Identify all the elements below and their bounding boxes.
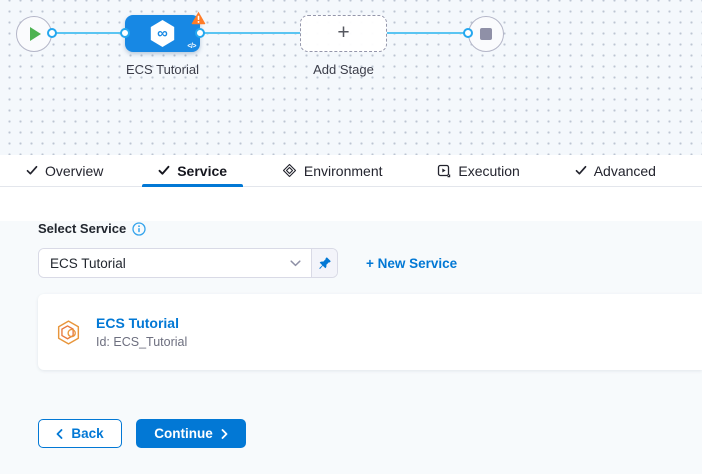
continue-button-label: Continue [154, 426, 213, 441]
stage-node-label: ECS Tutorial [126, 62, 199, 77]
back-button[interactable]: Back [38, 419, 122, 448]
add-stage-button[interactable]: + [300, 15, 387, 52]
tab-advanced[interactable]: Advanced [559, 155, 672, 186]
environment-icon [282, 163, 296, 178]
tab-environment[interactable]: Environment [266, 155, 399, 186]
service-card[interactable]: ECS Tutorial Id: ECS_Tutorial [38, 294, 702, 370]
chevron-down-icon [290, 259, 301, 266]
check-icon [575, 165, 587, 175]
add-stage-label: Add Stage [313, 62, 374, 77]
connector-dot [463, 28, 473, 38]
connector-line [387, 32, 466, 34]
stop-icon [480, 28, 492, 40]
stage-node-ecs-tutorial[interactable]: ∞ </> [125, 11, 206, 52]
play-icon [30, 27, 41, 41]
pipeline-start-node[interactable] [16, 16, 52, 52]
tab-label: Overview [45, 162, 104, 179]
select-service-label: Select Service [38, 221, 127, 236]
check-icon [26, 165, 38, 175]
service-card-text: ECS Tutorial Id: ECS_Tutorial [96, 315, 187, 350]
connector-dot [120, 28, 130, 38]
tab-label: Execution [458, 162, 520, 179]
chevron-left-icon [56, 428, 63, 439]
plus-icon: + [337, 21, 350, 44]
infinity-icon: ∞ [157, 24, 168, 42]
service-select-group: ECS Tutorial [38, 248, 338, 278]
pipeline-end-node[interactable] [468, 16, 504, 52]
tab-label: Advanced [593, 162, 656, 179]
warning-icon[interactable] [191, 11, 206, 30]
service-select[interactable]: ECS Tutorial [39, 249, 311, 277]
tab-execution[interactable]: Execution [421, 155, 535, 186]
connector-line [200, 32, 302, 34]
execution-icon [438, 164, 451, 177]
back-button-label: Back [71, 426, 104, 441]
service-card-title: ECS Tutorial [96, 314, 179, 331]
connector-dot [195, 28, 205, 38]
service-hexagon-icon [57, 319, 80, 345]
code-icon: </> [187, 43, 196, 50]
check-icon [158, 165, 170, 175]
service-select-value: ECS Tutorial [50, 255, 126, 271]
pipeline-canvas: ∞ </> + ECS Tutorial Add Stage [0, 0, 702, 155]
pin-icon [318, 257, 331, 269]
connector-line [52, 32, 125, 34]
tab-label: Environment [303, 162, 383, 179]
pin-service-button[interactable] [311, 249, 337, 277]
service-tab-panel: Select Service ECS Tutorial + New Servic… [0, 221, 702, 474]
harness-cd-icon: ∞ [150, 20, 175, 47]
tab-label: Service [177, 162, 228, 179]
continue-button[interactable]: Continue [136, 419, 246, 448]
stage-config-tabs: Overview Service Environment Execution A… [0, 155, 702, 187]
chevron-right-icon [221, 428, 228, 439]
info-icon[interactable] [132, 221, 146, 236]
tab-service[interactable]: Service [142, 155, 243, 187]
new-service-link[interactable]: + New Service [366, 255, 458, 271]
service-card-id: Id: ECS_Tutorial [96, 335, 188, 350]
connector-dot [47, 28, 57, 38]
tab-overview[interactable]: Overview [10, 155, 119, 186]
